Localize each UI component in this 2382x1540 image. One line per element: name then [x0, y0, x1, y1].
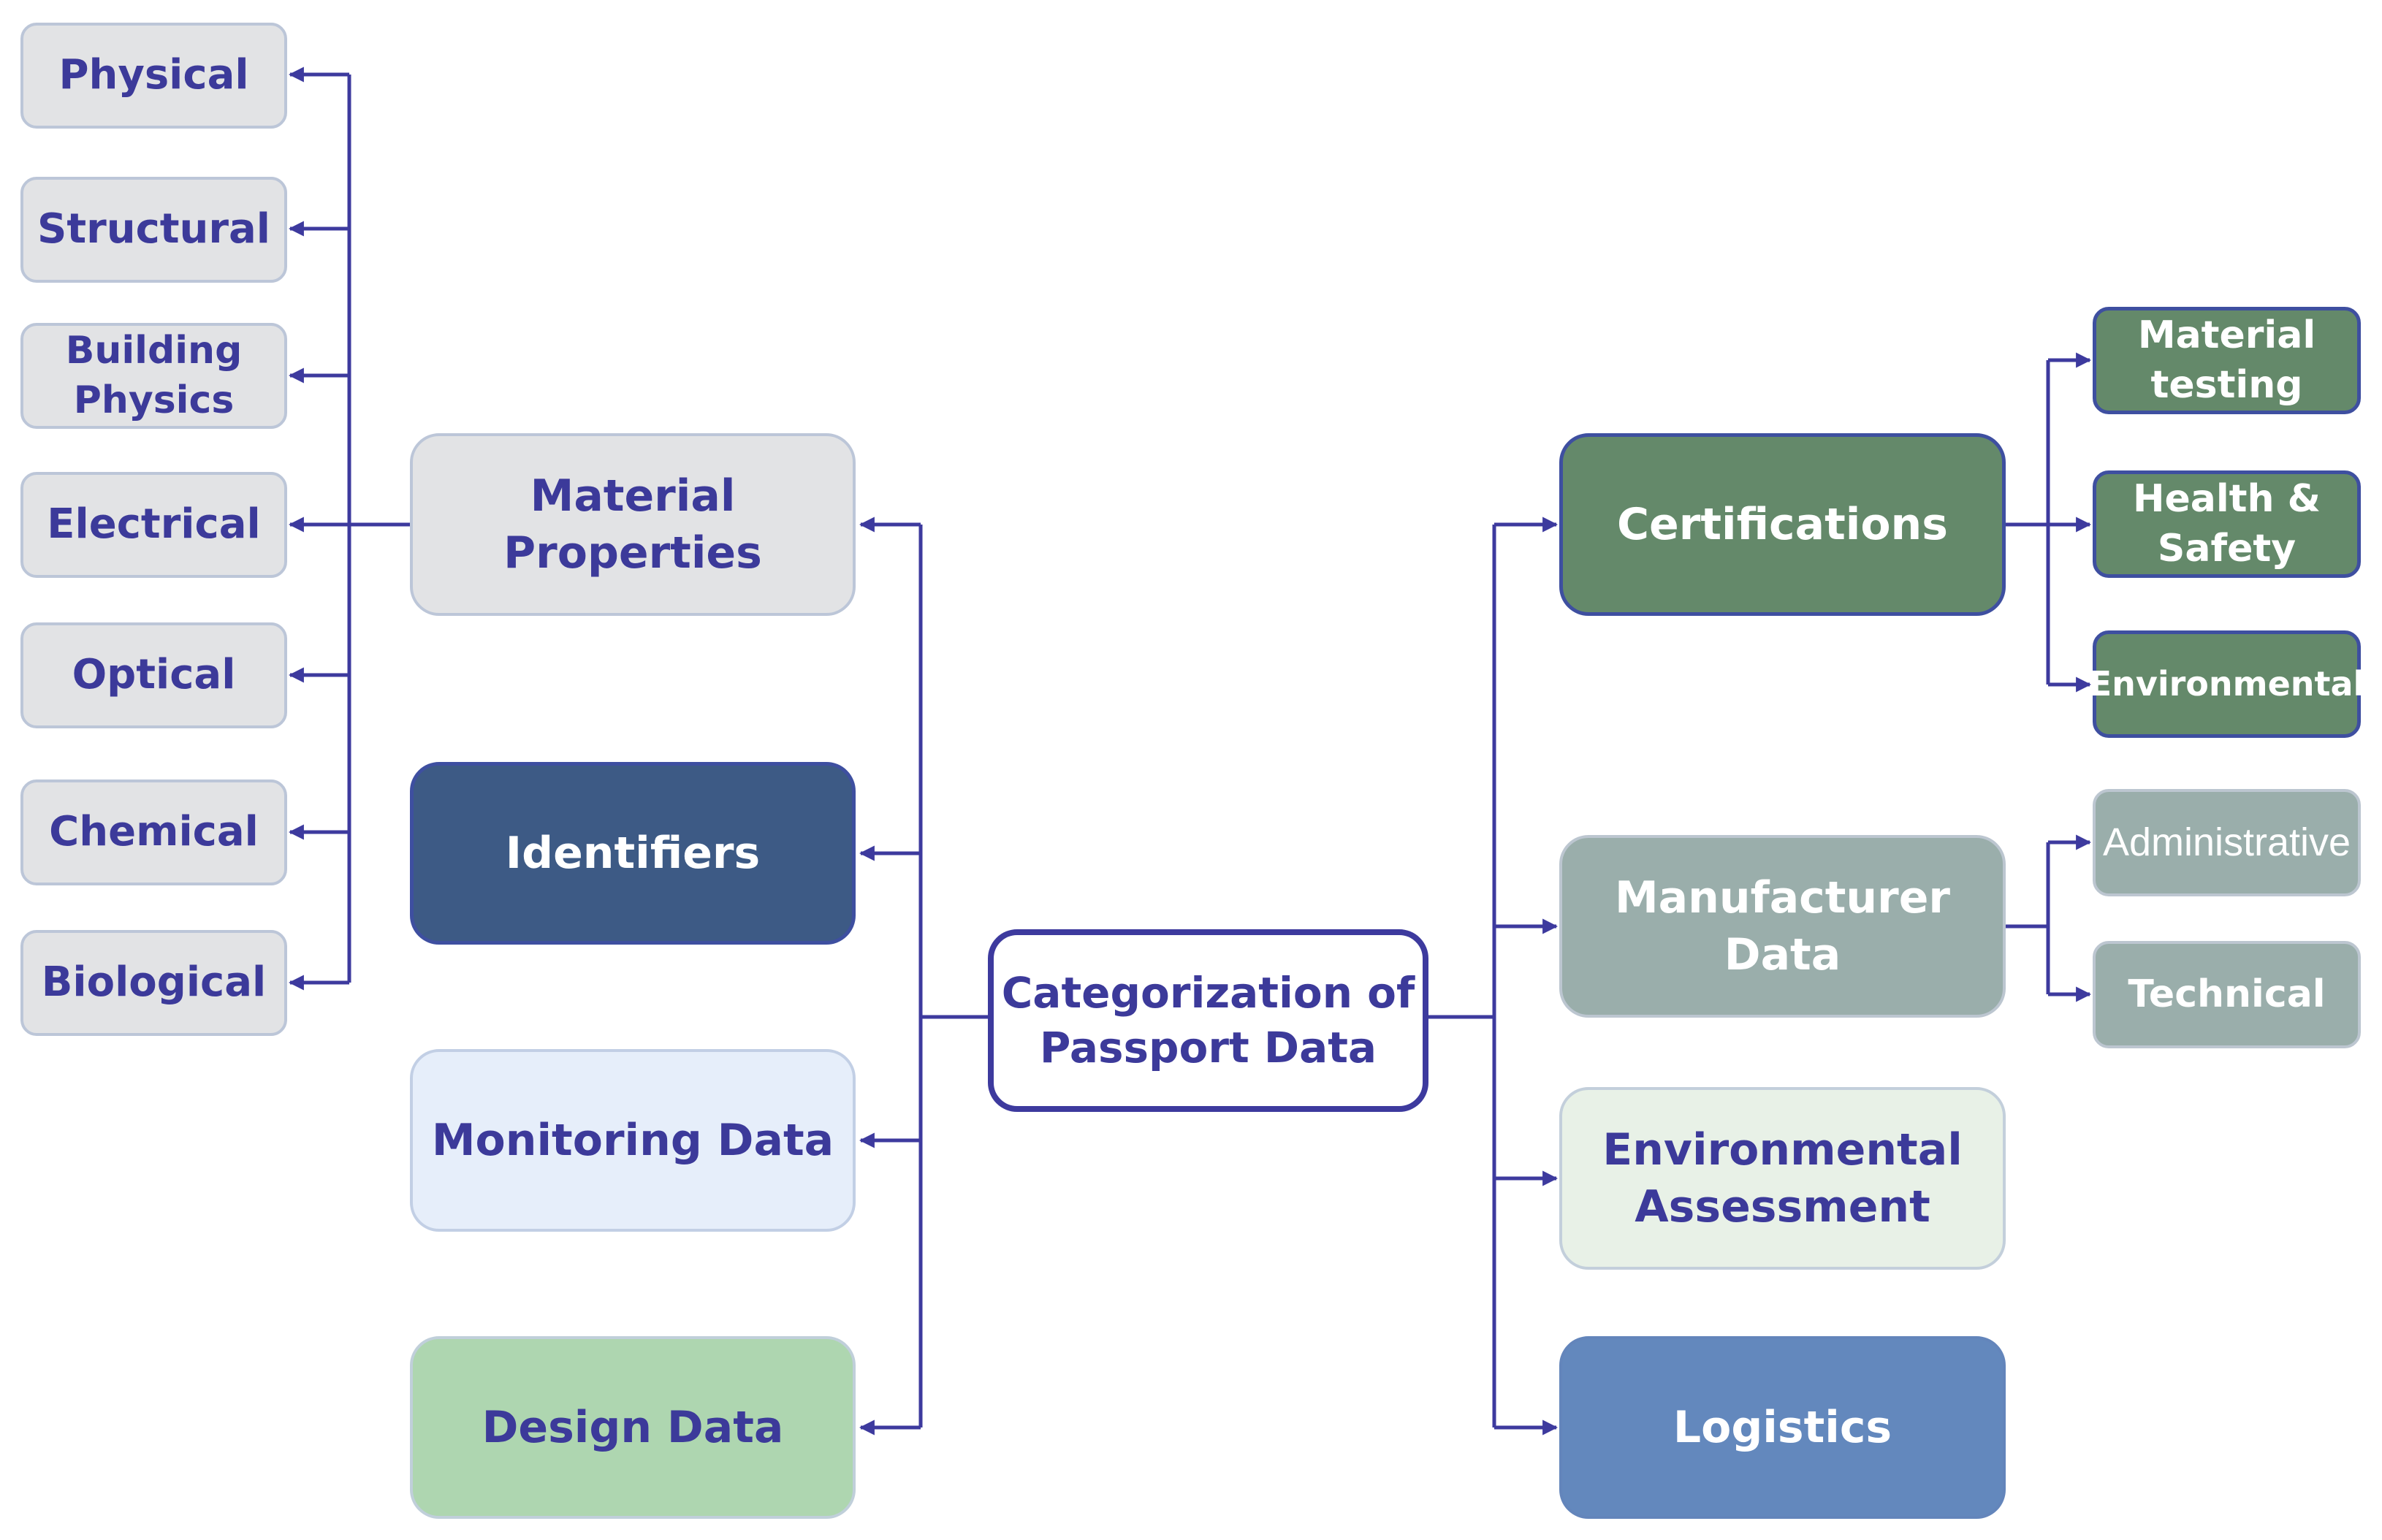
environmental-assessment-line2: Assessment: [1635, 1181, 1930, 1232]
design-data-label: Design Data: [482, 1402, 784, 1453]
logistics-label: Logistics: [1673, 1402, 1892, 1453]
monitoring-data-label: Monitoring Data: [431, 1115, 834, 1166]
building-physics-box: Building Physics: [20, 323, 287, 429]
material-testing-line2: testing: [2150, 362, 2303, 407]
optical-label: Optical: [72, 651, 236, 699]
center-label-line2: Passport Data: [1039, 1023, 1377, 1072]
biological-box: Biological: [20, 930, 287, 1036]
design-data-box: Design Data: [410, 1336, 856, 1519]
certifications-label: Certifications: [1617, 499, 1948, 550]
administrative-box: Administrative: [2093, 789, 2361, 896]
material-properties-box: Material Properties: [410, 433, 856, 616]
certifications-box: Certifications: [1559, 433, 2006, 616]
manufacturer-data-label: Manufacturer Data: [1614, 872, 1951, 980]
structural-label: Structural: [37, 205, 271, 254]
health-safety-line2: Safety: [2157, 526, 2297, 571]
biological-label: Biological: [41, 958, 267, 1007]
health-safety-line1: Health &: [2132, 476, 2321, 521]
environmental-box: Environmental: [2089, 630, 2364, 738]
chemical-box: Chemical: [20, 779, 287, 885]
material-testing-line1: Material: [2137, 313, 2316, 357]
center-label-line1: Categorization of: [1001, 967, 1415, 1018]
environmental-assessment-line1: Environmental: [1602, 1124, 1963, 1175]
structural-box: Structural: [20, 177, 287, 283]
health-safety-box: Health & Safety: [2093, 470, 2361, 578]
environmental-assessment-box: Environmental Assessment: [1559, 1087, 2006, 1270]
electrical-box: Electrical: [20, 472, 287, 578]
material-testing-box: Material testing: [2093, 307, 2361, 414]
categorization-center-box: Categorization of Passport Data: [988, 929, 1428, 1112]
environmental-label: Environmental: [2088, 663, 2365, 704]
physical-label: Physical: [58, 51, 249, 99]
chemical-label: Chemical: [49, 808, 259, 856]
building-physics-line2: Physics: [73, 378, 235, 422]
technical-label: Technical: [2128, 972, 2326, 1016]
manufacturer-data-box: Manufacturer Data: [1559, 835, 2006, 1018]
material-properties-label: Material Properties: [503, 470, 762, 579]
identifiers-box: Identifiers: [410, 762, 856, 945]
building-physics-line1: Building: [65, 328, 243, 373]
identifiers-label: Identifiers: [505, 828, 761, 879]
electrical-label: Electrical: [47, 500, 261, 549]
administrative-label: Administrative: [2102, 820, 2351, 865]
technical-box: Technical: [2093, 941, 2361, 1048]
optical-box: Optical: [20, 622, 287, 728]
logistics-box: Logistics: [1559, 1336, 2006, 1519]
monitoring-data-box: Monitoring Data: [410, 1049, 856, 1232]
physical-box: Physical: [20, 23, 287, 129]
